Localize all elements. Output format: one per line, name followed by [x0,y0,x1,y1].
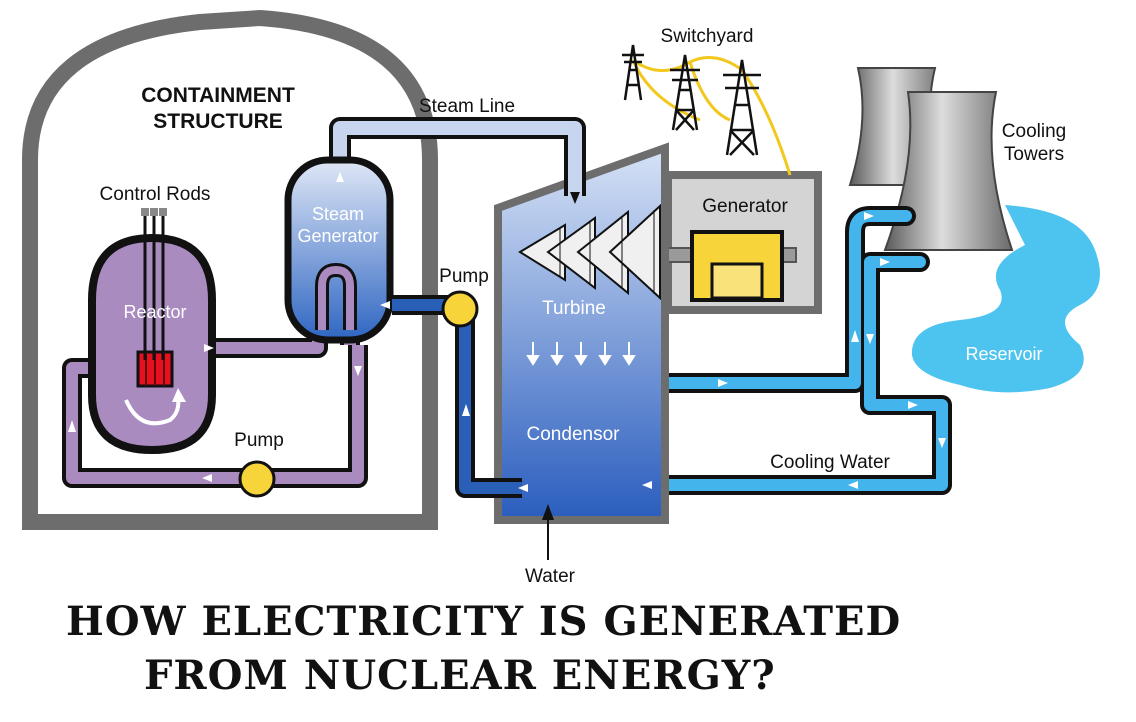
cooling-towers-label-line1: Cooling [1002,121,1066,142]
feedwater-loop [392,295,522,498]
pump-primary [238,460,276,498]
generator-rotor-core [710,262,764,300]
steam-generator-vessel [284,156,394,344]
steam-inlet-arrow [570,192,580,204]
containment-label-line1: CONTAINMENT [141,84,295,107]
caption-line2: FROM NUCLEAR ENERGY? [144,652,776,699]
water-inlet-arrow [542,504,554,560]
reactor-flow-arrow [124,397,181,426]
water-label: Water [525,566,576,587]
pump-bottom-label: Pump [234,430,284,451]
control-rods-label: Control Rods [100,184,211,205]
reactor-label: Reactor [123,302,186,322]
cooling-towers-label-line2: Towers [1004,144,1064,165]
condensate-arrows [526,342,636,366]
containment-label-line2: STRUCTURE [153,110,283,133]
turbine-blades [518,203,661,301]
cooling-towers [848,67,1014,251]
cooling-water-label: Cooling Water [770,452,890,473]
caption-line1: HOW ELECTRICITY IS GENERATED [66,598,902,645]
steam-line [329,117,586,196]
flow-arrows [68,172,946,492]
steam-generator-label-line2: Generator [297,226,378,246]
turbine-condenser [494,142,669,524]
containment-structure [22,9,438,530]
switchyard-label: Switchyard [661,26,754,47]
condensor-label: Condensor [527,424,621,445]
generator-label: Generator [702,196,788,217]
steam-generator-label-line1: Steam [312,204,364,224]
turbine-blade-lines [559,210,655,294]
pump-feedwater [441,290,479,328]
control-rods [143,212,165,360]
turbine-label: Turbine [542,298,606,319]
reactor-vessel [88,233,216,455]
pump-top-label: Pump [439,266,489,287]
reservoir [911,205,1100,393]
reservoir-label: Reservoir [965,344,1042,364]
steam-line-label: Steam Line [419,96,515,117]
switchyard [622,44,792,176]
